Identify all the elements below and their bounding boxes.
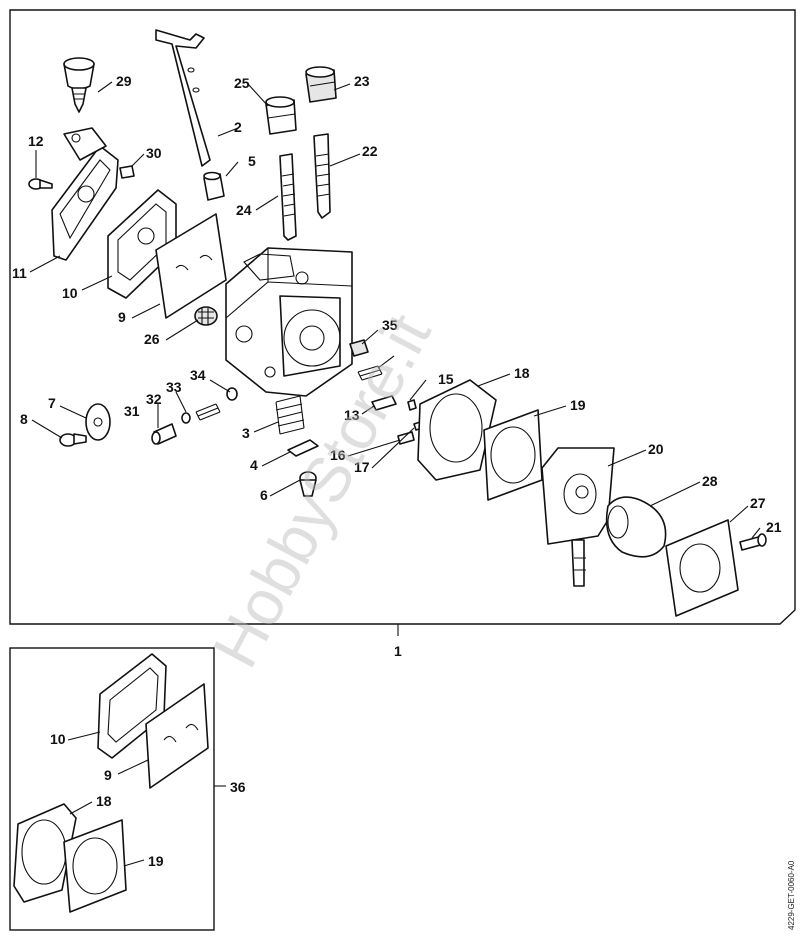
part-23-limiter-cap [305,66,337,103]
part-3-spring [275,395,305,435]
label-15: 15 [438,371,454,387]
label-12: 12 [28,133,44,149]
label-31: 31 [124,403,140,419]
label-24: 24 [236,202,252,218]
label-9: 9 [118,309,126,325]
part-34-o-ring [226,387,238,401]
label-6: 6 [260,487,268,503]
part-4-lever [287,439,319,457]
part-15-pin [407,399,417,411]
label-18: 18 [514,365,530,381]
kit-label-9: 9 [104,767,112,783]
part-19-gasket [483,409,543,501]
label-21: 21 [766,519,782,535]
label-27: 27 [750,495,766,511]
carburetor-body [225,247,353,397]
label-33: 33 [166,379,182,395]
label-4: 4 [250,457,258,473]
part-32-ring [181,412,191,424]
label-8: 8 [20,411,28,427]
label-29: 29 [116,73,132,89]
main-assembly-frame [9,9,796,625]
repair-kit-frame [9,647,215,931]
label-23: 23 [354,73,370,89]
part-31-plug [151,423,177,445]
part-29-limiter-cap [63,57,95,113]
part-28-primer-bulb [605,496,667,558]
label-10: 10 [62,285,78,301]
part-12-screw [28,178,53,190]
part-26-fuel-screen [194,306,218,326]
label-7: 7 [48,395,56,411]
kit-label-19: 19 [148,853,164,869]
label-11: 11 [12,265,27,281]
part-33-spring [195,403,221,421]
label-34: 34 [190,367,206,383]
part-6-screw [299,471,317,497]
part-27-cover-plate [665,519,739,617]
label-2: 2 [234,119,242,135]
label-20: 20 [648,441,664,457]
label-19: 19 [570,397,586,413]
label-25: 25 [234,75,250,91]
label-32: 32 [146,391,162,407]
part-20-pump-housing [541,447,615,587]
part-21-screw [739,533,767,551]
label-26: 26 [144,331,160,347]
part-7-cover-plate [85,403,111,441]
part-24-adjusting-screw [279,153,297,241]
part-2-throttle-shaft [155,29,211,167]
part-30-plug [119,165,135,179]
kit-label-18: 18 [96,793,112,809]
label-13: 13 [344,407,360,423]
kit-part-19-gasket [63,819,127,913]
part-14-spring [357,365,383,381]
part-8-screw [59,433,87,447]
kit-part-9-diaphragm [145,683,209,789]
leader-lines [29,81,761,867]
label-35: 35 [382,317,398,333]
label-3: 3 [242,425,250,441]
label-22: 22 [362,143,378,159]
label-17: 17 [354,459,370,475]
part-5-bushing [203,171,225,201]
label-16: 16 [330,447,346,463]
label-30: 30 [146,145,162,161]
label-5: 5 [248,153,256,169]
part-22-adjusting-screw [313,133,331,219]
kit-label-10: 10 [50,731,66,747]
part-11-cover [51,127,119,261]
label-28: 28 [702,473,718,489]
part-18-diaphragm [417,379,497,481]
part-35-spring [349,339,369,357]
part-16-screw [397,431,415,445]
label-36: 36 [230,779,246,795]
part-25-limiter-cap [265,96,297,135]
drawing-code: 4229-GET-0060-A0 [787,860,796,930]
label-1: 1 [394,643,402,659]
part-13-inlet-needle [371,395,397,411]
part-9-diaphragm [155,213,227,319]
